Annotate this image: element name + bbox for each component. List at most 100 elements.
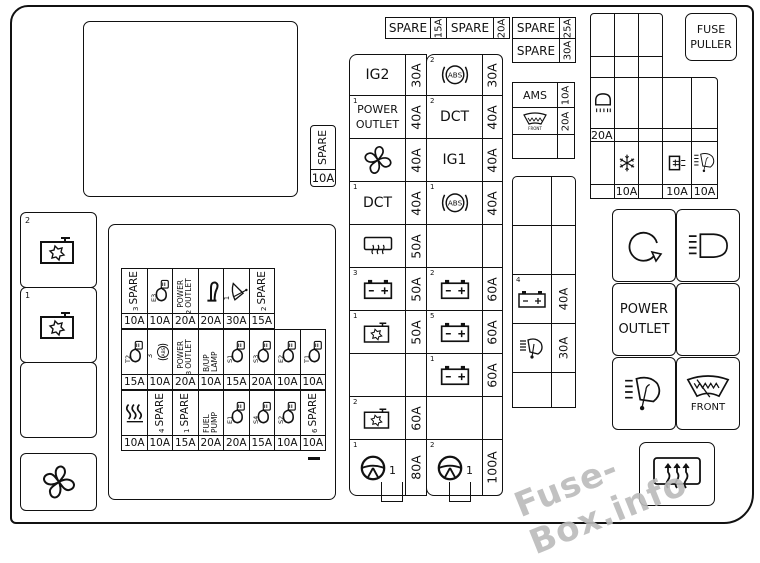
fuse-e1[interactable]: E1	[223, 390, 250, 436]
fuse-rear-defroster[interactable]	[349, 224, 406, 268]
fuse-empty[interactable]	[614, 13, 639, 57]
relay-rear-wiper[interactable]	[612, 357, 676, 430]
fuse-amp: 10A	[276, 376, 298, 388]
fuse-number: 1	[430, 355, 435, 363]
fuse-e3[interactable]: E3	[146, 268, 173, 314]
fuse-spare-left[interactable]: SPARE 10A	[310, 125, 336, 187]
fuse-empty[interactable]	[614, 77, 639, 129]
fuse-s2[interactable]: S2	[274, 390, 301, 436]
fuse-amp: 20A	[174, 315, 196, 327]
fuse-heated-mirror[interactable]	[662, 141, 692, 185]
fuse-empty[interactable]	[614, 56, 639, 78]
fuse-amp-cell: 50A	[405, 224, 427, 268]
fuse-t1[interactable]: T1	[299, 329, 326, 375]
fuse-empty[interactable]	[512, 134, 558, 159]
relay-front-wiper[interactable]: FRONT	[676, 357, 740, 430]
fuse-amp-cell: 10A	[274, 374, 301, 390]
terminal-number: 1	[389, 464, 396, 477]
fuse-s3[interactable]: S3	[248, 329, 275, 375]
fuse-empty[interactable]	[590, 13, 615, 57]
relay-power-outlet[interactable]: POWER OUTLET	[612, 283, 676, 356]
fuse-amp-cell	[691, 128, 718, 142]
fuse-front-wiper[interactable]: FRONT	[512, 107, 558, 135]
fuse-empty[interactable]	[590, 56, 615, 78]
mid-right-block: 4 40A 30A	[512, 176, 576, 408]
fuse-empty[interactable]	[512, 176, 552, 226]
fuse-b-up-lamp[interactable]: B/UP LAMP	[197, 329, 224, 375]
fuse-engine[interactable]: 2	[349, 396, 406, 440]
fuse-battery-4[interactable]: 4	[512, 274, 552, 324]
fuse-fuel-pump[interactable]: FUEL PUMP	[197, 390, 224, 436]
fuse-rear-wiper[interactable]	[512, 323, 552, 373]
relay-engine[interactable]: 2	[20, 212, 97, 288]
fuse-label: SPARE	[255, 271, 268, 305]
fuse-battery[interactable]: 2	[426, 267, 483, 311]
fuse-empty[interactable]	[638, 141, 663, 185]
fuse-ac[interactable]	[614, 141, 639, 185]
fuse-battery[interactable]: 1	[426, 353, 483, 397]
fuse-amp-cell: 40A	[405, 95, 427, 139]
fuse-label: POWER OUTLET	[355, 103, 400, 131]
fuse-rear-wiper[interactable]	[691, 141, 718, 185]
fuse-t2[interactable]: T2	[121, 329, 148, 375]
fuse-amp: 100A	[485, 451, 501, 484]
fuse-ig2[interactable]: IG2	[349, 54, 406, 96]
fuse-amp-cell: 10A	[299, 374, 326, 390]
battery-icon	[440, 322, 470, 343]
fuse-ig1[interactable]: IG1	[426, 138, 483, 182]
svg-text:ABS: ABS	[447, 199, 462, 208]
fuse-e2[interactable]: E2	[274, 329, 301, 375]
sensor-icon	[129, 340, 144, 364]
fuse-empty[interactable]	[638, 77, 663, 129]
fuse-number: 3	[353, 269, 358, 277]
relay-rotation[interactable]	[612, 209, 676, 282]
fuse-s1[interactable]: S1	[223, 329, 250, 375]
fuse-number: 2	[353, 398, 358, 406]
relay-fan[interactable]	[20, 453, 97, 511]
fuse-amp: 50A	[408, 276, 424, 302]
fuse-battery[interactable]: 5	[426, 310, 483, 354]
fuse-amp: 20A	[200, 437, 222, 449]
fuse-glow-plug[interactable]	[121, 390, 148, 436]
headlamp-icon	[687, 231, 729, 260]
relay-headlamp[interactable]	[676, 209, 740, 282]
fuse-battery[interactable]: 3	[349, 267, 406, 311]
fuse-s4[interactable]: S4	[248, 390, 275, 436]
fuse-horn[interactable]	[197, 268, 224, 314]
fuse-room-lamp[interactable]	[590, 77, 615, 129]
fuse-puller[interactable]: FUSE PULLER	[685, 13, 737, 61]
ams-block: AMS 10A FRONT 20A	[512, 82, 576, 160]
relay-rear-defroster[interactable]	[639, 442, 715, 506]
fuse-empty[interactable]	[638, 13, 663, 57]
relay-engine[interactable]: 1	[20, 287, 97, 363]
fuse-empty[interactable]	[512, 372, 552, 408]
fuse-fan[interactable]	[349, 138, 406, 182]
fuse-empty[interactable]	[512, 225, 552, 275]
fuse-wiper[interactable]: 1	[223, 268, 250, 314]
fuse-amp-cell: 15A	[223, 374, 250, 390]
fuse-abs[interactable]: 3ABSABS	[146, 329, 173, 375]
fuse-empty	[349, 353, 406, 397]
fuse-empty[interactable]	[662, 77, 692, 129]
fuse-amp: 10A	[149, 376, 171, 388]
fuse-empty[interactable]	[590, 141, 615, 185]
fuse-number: 2	[259, 306, 268, 311]
fuse-empty[interactable]	[638, 56, 663, 78]
fuse-amp-cell: 10A	[197, 374, 224, 390]
fuse-empty[interactable]	[691, 77, 718, 129]
fuse-engine[interactable]: 1	[349, 310, 406, 354]
